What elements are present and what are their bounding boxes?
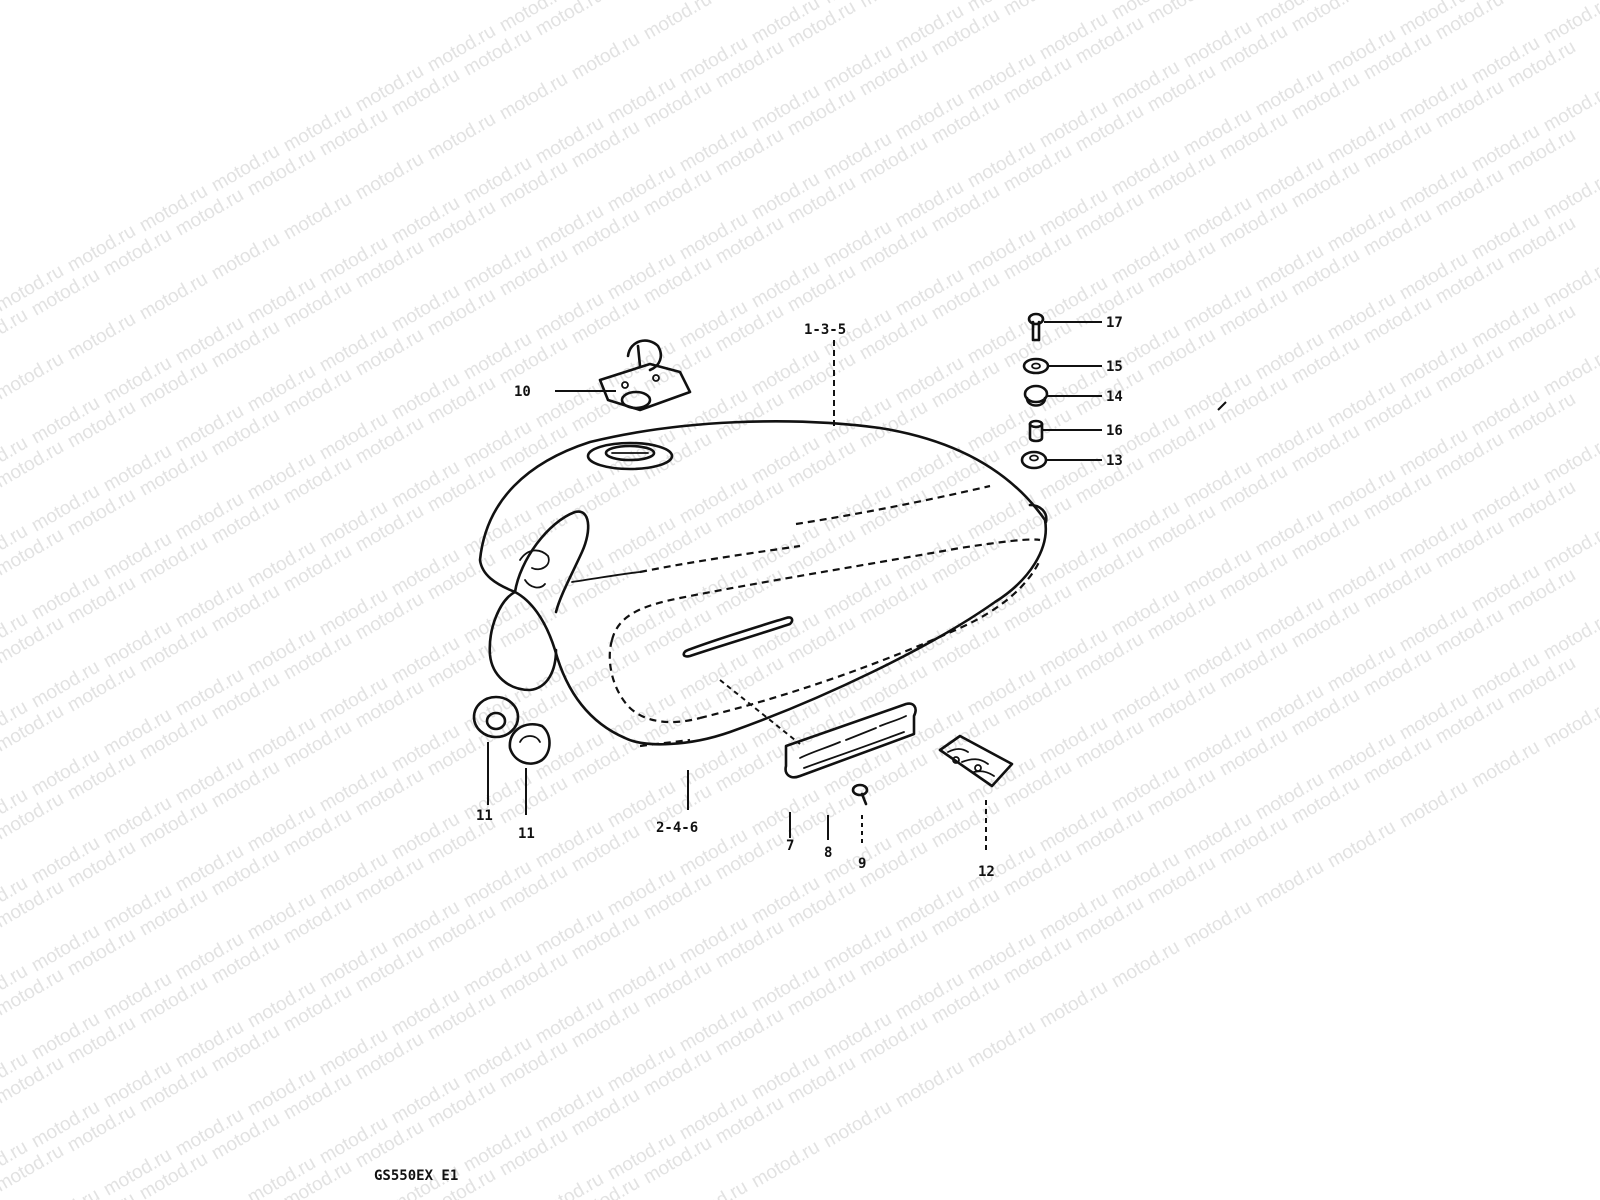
callout-9: 9 [858,856,866,872]
leader-lines [487,321,1227,850]
part-8-emblem [784,702,917,779]
callout-10: 10 [514,384,531,400]
callout-labels: 1-3-5 10 17 15 14 16 13 11 11 2-4-6 7 8 … [476,315,1123,880]
callout-11-a: 11 [476,808,493,824]
part-17-bolt [1027,312,1045,342]
callout-7: 7 [786,838,794,854]
callout-13: 13 [1106,453,1123,469]
part-12-badge [938,734,1014,788]
part-15-washer [1022,357,1050,375]
callout-11-b: 11 [518,826,535,842]
callout-15: 15 [1106,359,1123,375]
model-caption: GS550EX E1 [374,1168,458,1184]
callout-8: 8 [824,845,832,861]
part-11-grommet-b [508,723,551,765]
callout-16: 16 [1106,423,1123,439]
part-13-cushion [1020,450,1048,470]
part-10-fuel-filler-unit [598,339,692,412]
part-16-collar [1028,419,1044,443]
callout-17: 17 [1106,315,1123,331]
fuel-tank [478,420,1048,748]
callout-2-4-6: 2-4-6 [656,820,698,836]
part-11-grommet-a [472,695,520,739]
callout-14: 14 [1106,389,1123,405]
callout-1-3-5: 1-3-5 [804,322,846,338]
part-9-screw [851,783,869,806]
part-14-cushion [1023,384,1049,407]
callout-12: 12 [978,864,995,880]
